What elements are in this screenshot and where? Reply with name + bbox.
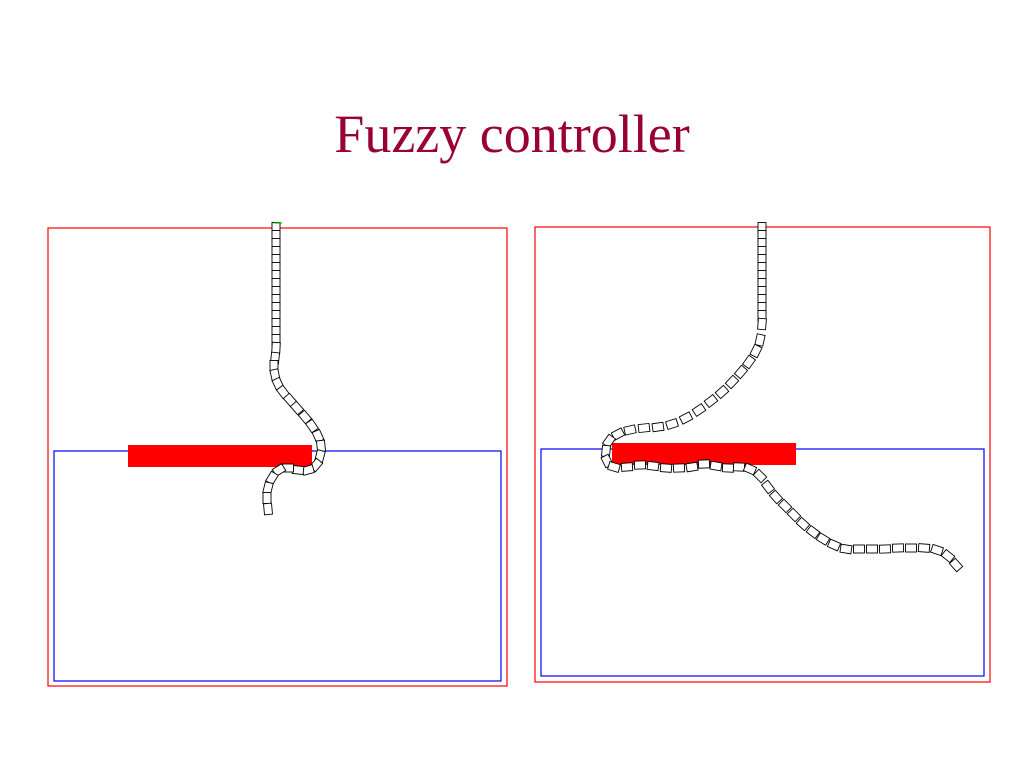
vehicle-pose xyxy=(917,543,931,553)
vehicle-pose xyxy=(703,393,719,409)
vehicle-pose xyxy=(623,424,637,436)
vehicle-pose xyxy=(664,417,680,431)
vehicle-pose xyxy=(905,543,917,553)
vehicle-pose xyxy=(714,384,730,400)
vehicle-pose xyxy=(940,548,956,564)
vehicle-pose xyxy=(651,421,665,433)
right-simulation-panel xyxy=(534,222,991,683)
vehicle-pose xyxy=(733,364,749,380)
vehicle-pose xyxy=(691,402,707,418)
vehicle-pose xyxy=(760,479,776,495)
vehicle-pose xyxy=(815,532,831,546)
vehicle-pose xyxy=(633,460,647,470)
vehicle-pose xyxy=(768,489,784,505)
vehicle-pose xyxy=(672,463,686,473)
vehicle-pose xyxy=(757,317,767,331)
vehicle-pose xyxy=(742,462,758,476)
vehicle-pose xyxy=(685,461,699,473)
vehicle-pose xyxy=(659,463,673,473)
vehicle-pose xyxy=(263,502,273,516)
vehicle-pose xyxy=(610,427,626,441)
left-inner-region xyxy=(53,450,502,682)
vehicle-pose xyxy=(826,538,842,552)
right-vehicle-trail xyxy=(600,222,964,573)
vehicle-pose xyxy=(929,543,945,557)
vehicle-pose xyxy=(805,524,821,540)
slide-title: Fuzzy controller xyxy=(334,104,690,164)
vehicle-pose xyxy=(262,492,272,504)
vehicle-pose xyxy=(620,462,634,472)
vehicle-pose xyxy=(853,544,865,554)
vehicle-pose xyxy=(752,468,768,484)
left-obstacle xyxy=(128,445,312,467)
vehicle-pose xyxy=(724,374,740,390)
vehicle-pose xyxy=(839,543,853,555)
vehicle-pose xyxy=(678,411,694,425)
vehicle-pose xyxy=(304,418,320,434)
vehicle-pose xyxy=(697,459,711,469)
vehicle-pose xyxy=(795,516,811,532)
right-obstacle xyxy=(612,443,796,465)
vehicle-pose xyxy=(741,354,757,370)
vehicle-pose xyxy=(786,507,802,523)
vehicle-pose xyxy=(948,557,964,573)
vehicle-pose xyxy=(754,333,766,347)
vehicle-pose xyxy=(607,461,621,473)
vehicle-pose xyxy=(878,544,892,554)
vehicle-pose xyxy=(732,462,746,472)
vehicle-pose xyxy=(866,544,878,554)
vehicle-pose xyxy=(749,343,763,359)
vehicle-pose xyxy=(709,460,723,472)
left-simulation-panel xyxy=(47,222,508,687)
vehicle-pose xyxy=(721,463,735,473)
vehicle-pose xyxy=(637,422,651,434)
right-inner-region xyxy=(540,448,985,677)
vehicle-pose xyxy=(891,543,905,553)
left-vehicle-trail xyxy=(262,222,327,516)
vehicle-pose xyxy=(289,400,305,416)
vehicle-pose xyxy=(646,460,660,472)
vehicle-pose xyxy=(777,498,793,514)
